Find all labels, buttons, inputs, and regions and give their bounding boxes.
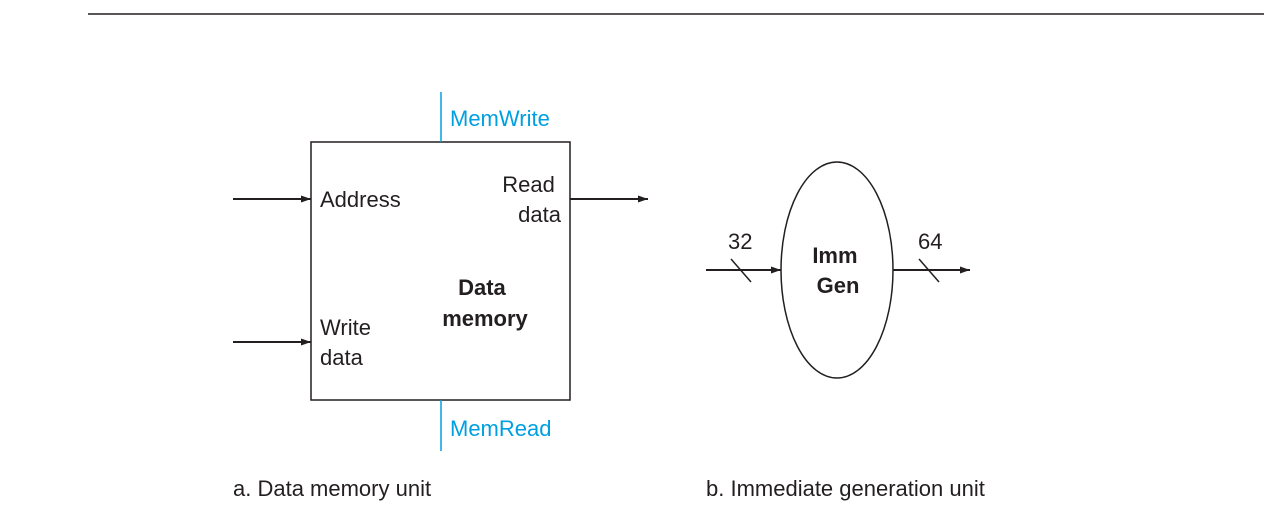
read-data-label-line-1: Read	[502, 172, 555, 197]
imm-gen-ellipse	[780, 161, 894, 379]
memwrite-label: MemWrite	[450, 106, 550, 131]
imm-gen-title-line-1: Imm	[812, 243, 857, 268]
memread-label: MemRead	[450, 416, 551, 441]
imm-gen-unit: 32 64 Imm Gen b. Immediate generation un…	[706, 161, 985, 501]
imm-output-width-label: 64	[918, 229, 942, 254]
imm-gen-title-line-2: Gen	[817, 273, 860, 298]
imm-gen-caption: b. Immediate generation unit	[706, 476, 985, 501]
data-memory-caption: a. Data memory unit	[233, 476, 431, 501]
read-data-label-line-2: data	[518, 202, 562, 227]
write-data-label-line-1: Write	[320, 315, 371, 340]
data-memory-title: Data memory	[442, 275, 528, 331]
data-memory-title-line-1: Data	[458, 275, 506, 300]
write-data-label: Write data	[320, 315, 377, 370]
imm-input-width-label: 32	[728, 229, 752, 254]
imm-output-width-slash	[918, 258, 940, 283]
read-data-label: Read data	[502, 172, 561, 227]
write-data-label-line-2: data	[320, 345, 364, 370]
data-memory-title-line-2: memory	[442, 306, 528, 331]
address-label: Address	[320, 187, 401, 212]
data-memory-unit: MemWrite MemRead Address Read data Write…	[233, 92, 648, 501]
imm-gen-title: Imm Gen	[812, 243, 863, 298]
imm-input-width-slash	[730, 258, 752, 283]
